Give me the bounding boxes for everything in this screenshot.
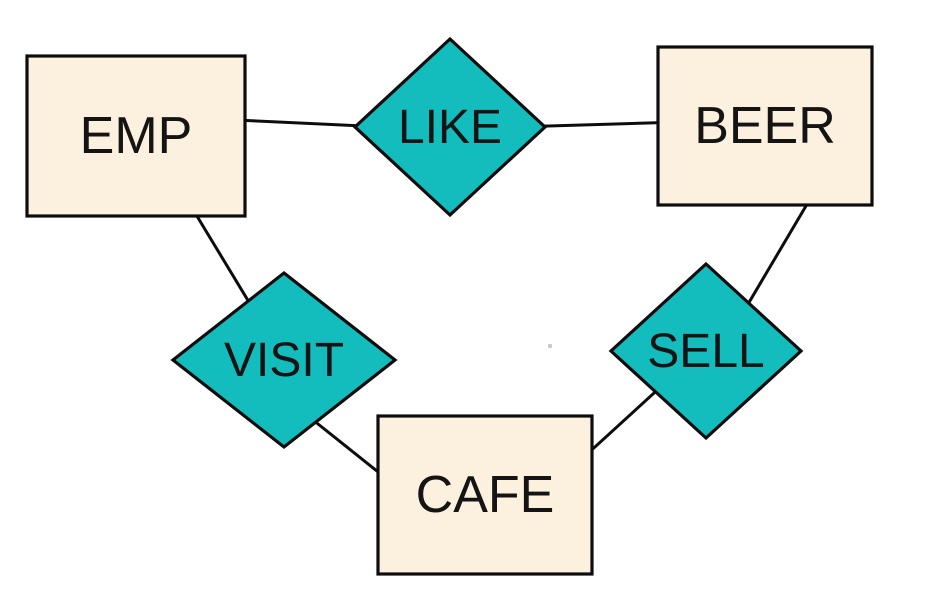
relationship-visit-shape xyxy=(170,270,398,450)
entity-cafe-shape xyxy=(376,414,594,576)
relationship-like-shape xyxy=(352,36,548,218)
entity-beer-shape xyxy=(656,45,874,207)
stray-mark xyxy=(548,344,552,348)
entity-emp-shape xyxy=(25,54,247,218)
relationship-sell-shape xyxy=(608,261,804,441)
